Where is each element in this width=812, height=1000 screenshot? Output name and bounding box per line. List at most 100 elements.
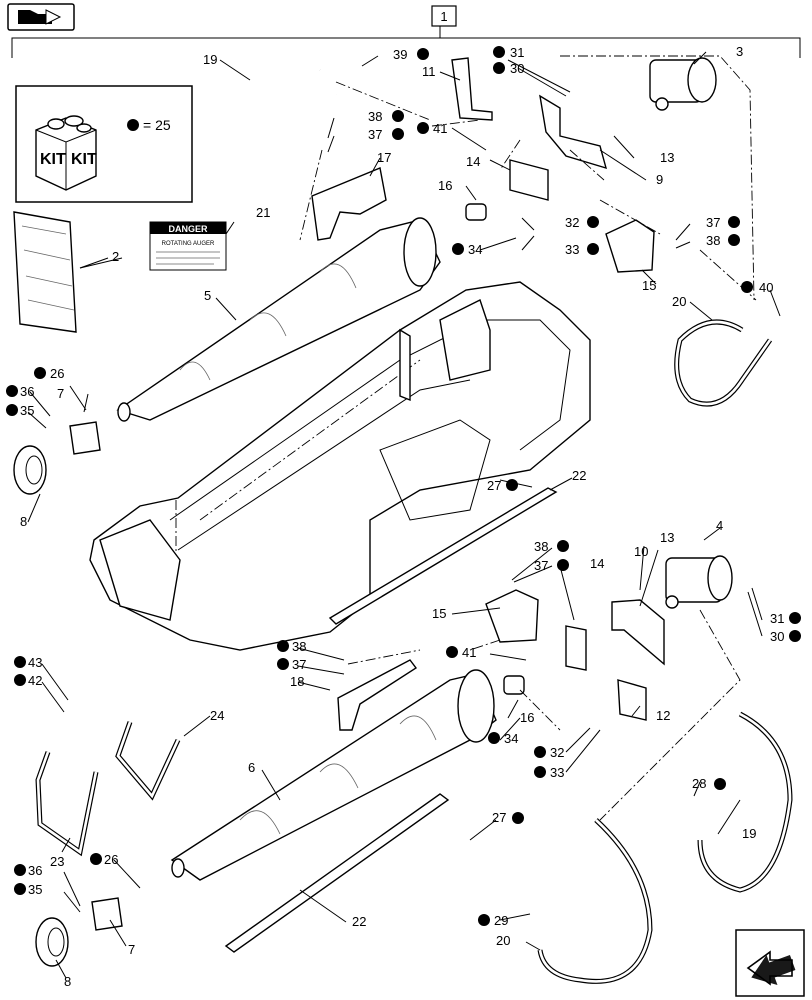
callout-33b: 33 (550, 765, 564, 780)
callout-labels: 19 39 31 30 11 3 38 37 41 17 14 13 9 16 … (6, 44, 801, 989)
danger-subtitle: ROTATING AUGER (162, 241, 215, 247)
callout-30: 30 (510, 61, 524, 76)
callout-40: 40 (759, 280, 773, 295)
callout-8b: 8 (64, 974, 71, 989)
guard-15-lower (485, 589, 539, 643)
plate-14-upper (509, 159, 549, 201)
guard-17 (311, 167, 387, 241)
callout-22: 22 (572, 468, 586, 483)
guard-15-upper (605, 219, 655, 273)
hose-20-lower (537, 818, 653, 984)
callout-39: 39 (393, 47, 407, 62)
block-12 (617, 679, 647, 721)
callout-30b: 30 (770, 629, 784, 644)
callout-36b: 36 (28, 863, 42, 878)
callout-27b: 27 (492, 810, 506, 825)
hose-19-upper (245, 51, 338, 191)
callout-37: 37 (368, 127, 382, 142)
callout-14: 14 (466, 154, 480, 169)
callout-37c: 37 (534, 558, 548, 573)
callout-7b: 7 (128, 942, 135, 957)
callout-17: 17 (377, 150, 391, 165)
hydraulic-motor-upper (649, 57, 717, 111)
callout-34b: 34 (504, 731, 518, 746)
kit-equals-label: = 25 (143, 117, 171, 133)
callout-15: 15 (642, 278, 656, 293)
hose-19-lower (697, 711, 793, 893)
kit-word-1: KIT (40, 151, 66, 168)
callout-28: 28 (692, 776, 706, 791)
bearing-plate-lower (91, 897, 123, 931)
callout-13b: 13 (660, 530, 674, 545)
callout-37b: 37 (706, 215, 720, 230)
callout-38d: 38 (292, 639, 306, 654)
callout-38: 38 (368, 109, 382, 124)
callout-9: 9 (656, 172, 663, 187)
lower-auger (170, 669, 497, 881)
callout-27: 27 (487, 478, 501, 493)
danger-decal: DANGER ROTATING AUGER (149, 221, 227, 271)
assembly-lines (299, 55, 757, 821)
callout-29: 29 (494, 913, 508, 928)
bracket-10 (611, 599, 665, 666)
callout-33: 33 (565, 242, 579, 257)
kit-box: KIT KIT = 25 (15, 85, 193, 203)
danger-title: DANGER (168, 224, 208, 234)
shield-lower (224, 793, 450, 953)
callout-19: 19 (203, 52, 217, 67)
callout-7: 7 (57, 386, 64, 401)
callout-37d: 37 (292, 657, 306, 672)
callout-23: 23 (50, 854, 64, 869)
callout-43: 43 (28, 655, 42, 670)
book-arrow-icon[interactable] (7, 3, 75, 31)
callout-4: 4 (716, 518, 723, 533)
callout-42: 42 (28, 673, 42, 688)
callout-20b: 20 (496, 933, 510, 948)
callout-3: 3 (736, 44, 743, 59)
hydraulic-motor-lower (665, 555, 733, 609)
assembly-ref-label: 1 (440, 9, 447, 24)
callout-32: 32 (565, 215, 579, 230)
callout-24: 24 (210, 708, 224, 723)
callout-26: 26 (50, 366, 64, 381)
callout-13: 13 (660, 150, 674, 165)
callout-32b: 32 (550, 745, 564, 760)
callout-36: 36 (20, 384, 34, 399)
guard-18 (337, 659, 418, 731)
assembly-bracket: 1 (11, 5, 801, 58)
operator-manual (13, 211, 109, 333)
callout-20: 20 (672, 294, 686, 309)
plate-14-lower (565, 625, 587, 671)
callout-35: 35 (20, 403, 34, 418)
hopper-body (89, 281, 591, 651)
callout-14b: 14 (590, 556, 604, 571)
callout-38c: 38 (534, 539, 548, 554)
callout-22b: 22 (352, 914, 366, 929)
callout-26b: 26 (104, 852, 118, 867)
callout-31b: 31 (770, 611, 784, 626)
callout-6: 6 (248, 760, 255, 775)
end-cap-lower (35, 917, 69, 967)
coupler-16-upper (465, 203, 487, 221)
callout-16: 16 (438, 178, 452, 193)
callout-15b: 15 (432, 606, 446, 621)
kit-word-2: KIT (71, 151, 97, 168)
callout-41: 41 (433, 121, 447, 136)
callout-21: 21 (256, 205, 270, 220)
callout-2: 2 (112, 249, 119, 264)
callout-34: 34 (468, 242, 482, 257)
next-page-arrow-icon[interactable] (735, 929, 805, 997)
callout-35b: 35 (28, 882, 42, 897)
callout-19b: 19 (742, 826, 756, 841)
bracket-9 (539, 94, 608, 170)
bracket-11 (451, 57, 493, 121)
callout-10: 10 (634, 544, 648, 559)
callout-41b: 41 (462, 645, 476, 660)
leader-lines (27, 51, 781, 979)
callout-16b: 16 (520, 710, 534, 725)
callout-11: 11 (422, 64, 436, 79)
tube-23 (35, 751, 99, 857)
callout-18: 18 (290, 674, 304, 689)
callout-12: 12 (656, 708, 670, 723)
